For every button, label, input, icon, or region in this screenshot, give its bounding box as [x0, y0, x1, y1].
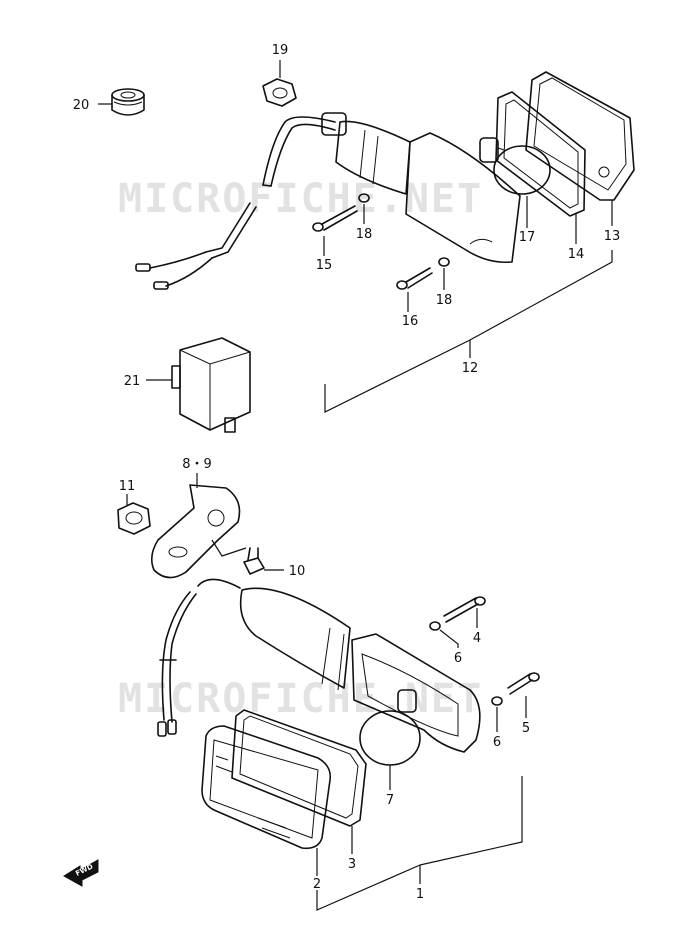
part-16-screw	[396, 267, 433, 290]
part-10-bolt	[243, 547, 265, 575]
part-13-lens	[525, 71, 635, 201]
part-4-screw	[443, 596, 486, 623]
part-5-screw	[507, 672, 540, 695]
part-19-nut	[262, 78, 297, 107]
callout-6-b: 6	[493, 735, 501, 750]
part-20-grommet	[111, 88, 145, 116]
part-12-housing	[321, 112, 521, 264]
part-6-washer-b	[491, 696, 503, 706]
callout-7: 7	[386, 793, 394, 808]
part-18-washer-a	[358, 193, 370, 203]
part-wire-top	[135, 116, 336, 290]
part-15-screw	[312, 205, 358, 232]
part-3-gasket	[231, 709, 367, 827]
part-1-housing	[239, 587, 481, 753]
callout-16: 16	[402, 314, 419, 329]
callout-8-9: 8・9	[182, 457, 212, 472]
callout-3: 3	[348, 857, 356, 872]
part-21-relay	[171, 337, 251, 433]
watermark-bottom: MICROFICHE.NET	[118, 676, 483, 722]
callout-21: 21	[124, 374, 141, 389]
callout-2: 2	[313, 877, 321, 892]
callout-1: 1	[416, 887, 424, 902]
callout-18-b: 18	[436, 293, 453, 308]
part-wire-bottom	[157, 578, 241, 737]
callout-17: 17	[519, 230, 536, 245]
callout-15: 15	[316, 258, 333, 273]
part-8-9-bracket	[150, 484, 241, 579]
callout-19: 19	[272, 43, 289, 58]
part-6-washer-a	[429, 621, 441, 631]
part-14-gasket	[495, 91, 586, 217]
callout-4: 4	[473, 631, 481, 646]
part-17-bulb	[479, 137, 551, 195]
part-2-lens	[201, 725, 332, 850]
callout-11: 11	[119, 479, 136, 494]
callout-6-a: 6	[454, 651, 462, 666]
fwd-arrow-icon: FWD	[63, 859, 99, 887]
part-11-nut	[117, 502, 151, 535]
part-18-washer-b	[438, 257, 450, 267]
callout-20: 20	[73, 98, 90, 113]
callout-5: 5	[522, 721, 530, 736]
callout-18-a: 18	[356, 227, 373, 242]
callout-12: 12	[462, 361, 479, 376]
watermark-top: MICROFICHE.NET	[118, 176, 483, 222]
callout-10: 10	[289, 564, 306, 579]
callout-14: 14	[568, 247, 585, 262]
callout-13: 13	[604, 229, 621, 244]
